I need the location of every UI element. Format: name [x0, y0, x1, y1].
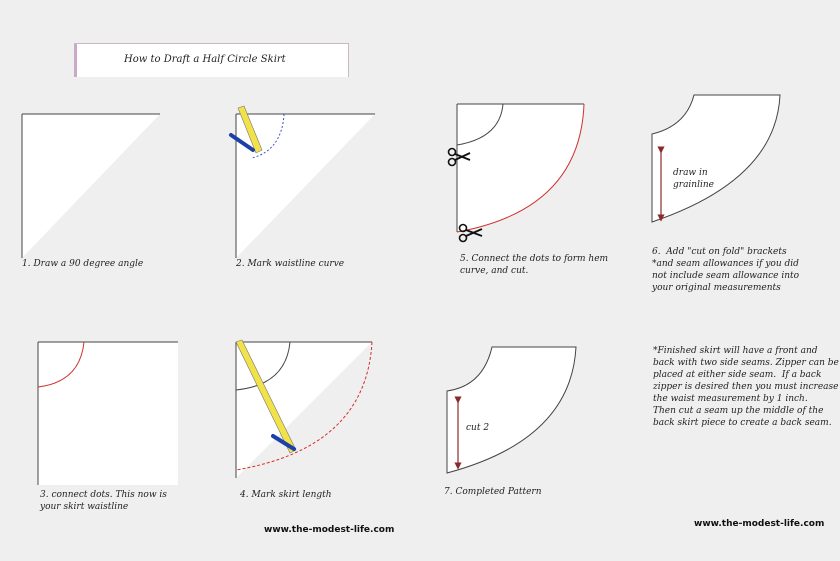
step3-paper [38, 342, 178, 485]
step7-caption: 7. Completed Pattern [444, 487, 542, 497]
grainline-label-line2: grainline [673, 180, 714, 190]
step1-caption: 1. Draw a 90 degree angle [22, 259, 144, 269]
step7-pattern-piece [446, 346, 577, 474]
step3-waist-curve [37, 341, 85, 388]
step5-figure [447, 103, 585, 243]
step2-caption: 2. Mark waistline curve [236, 259, 345, 269]
step2-figure [229, 105, 375, 258]
step3-figure [37, 341, 178, 485]
step1-paper [22, 114, 160, 258]
step4-paper [236, 342, 372, 478]
title-accent-bar [74, 44, 77, 77]
scissors-icon [447, 147, 471, 167]
step6-caption: 6. Add "cut on fold" brackets *and seam … [652, 247, 800, 293]
step6-pattern-piece [651, 94, 781, 223]
step1-figure [21, 113, 160, 258]
step5-caption: 5. Connect the dots to form hem curve, a… [460, 254, 609, 276]
step3-caption: 3. connect dots. This now is your skirt … [40, 490, 167, 512]
credit-left: www.the-modest-life.com [264, 525, 395, 535]
credit-right: www.the-modest-life.com [694, 519, 825, 529]
step4-waist-curve [235, 341, 291, 391]
cut2-label: cut 2 [466, 423, 489, 433]
step4-pencil [271, 434, 296, 451]
step5-waist-curve [456, 103, 504, 146]
step7-figure: cut 2 [446, 346, 577, 474]
finish-note: *Finished skirt will have a front and ba… [653, 346, 839, 428]
step6-figure: draw in grainline [651, 94, 781, 223]
step2-pencil [229, 133, 255, 152]
step4-figure [235, 339, 373, 478]
step4-caption: 4. Mark skirt length [240, 490, 332, 500]
step2-waist-dots [251, 113, 285, 159]
page-title: How to Draft a Half Circle Skirt [124, 54, 286, 65]
step5-hem-curve [456, 103, 585, 233]
scissors-icon [458, 223, 483, 243]
title-box: How to Draft a Half Circle Skirt [74, 43, 349, 77]
step2-paper [236, 114, 375, 258]
step4-ruler [235, 339, 297, 454]
step2-ruler [237, 105, 263, 154]
step5-paper [457, 104, 584, 232]
grainline-label-line1: draw in [673, 168, 708, 178]
